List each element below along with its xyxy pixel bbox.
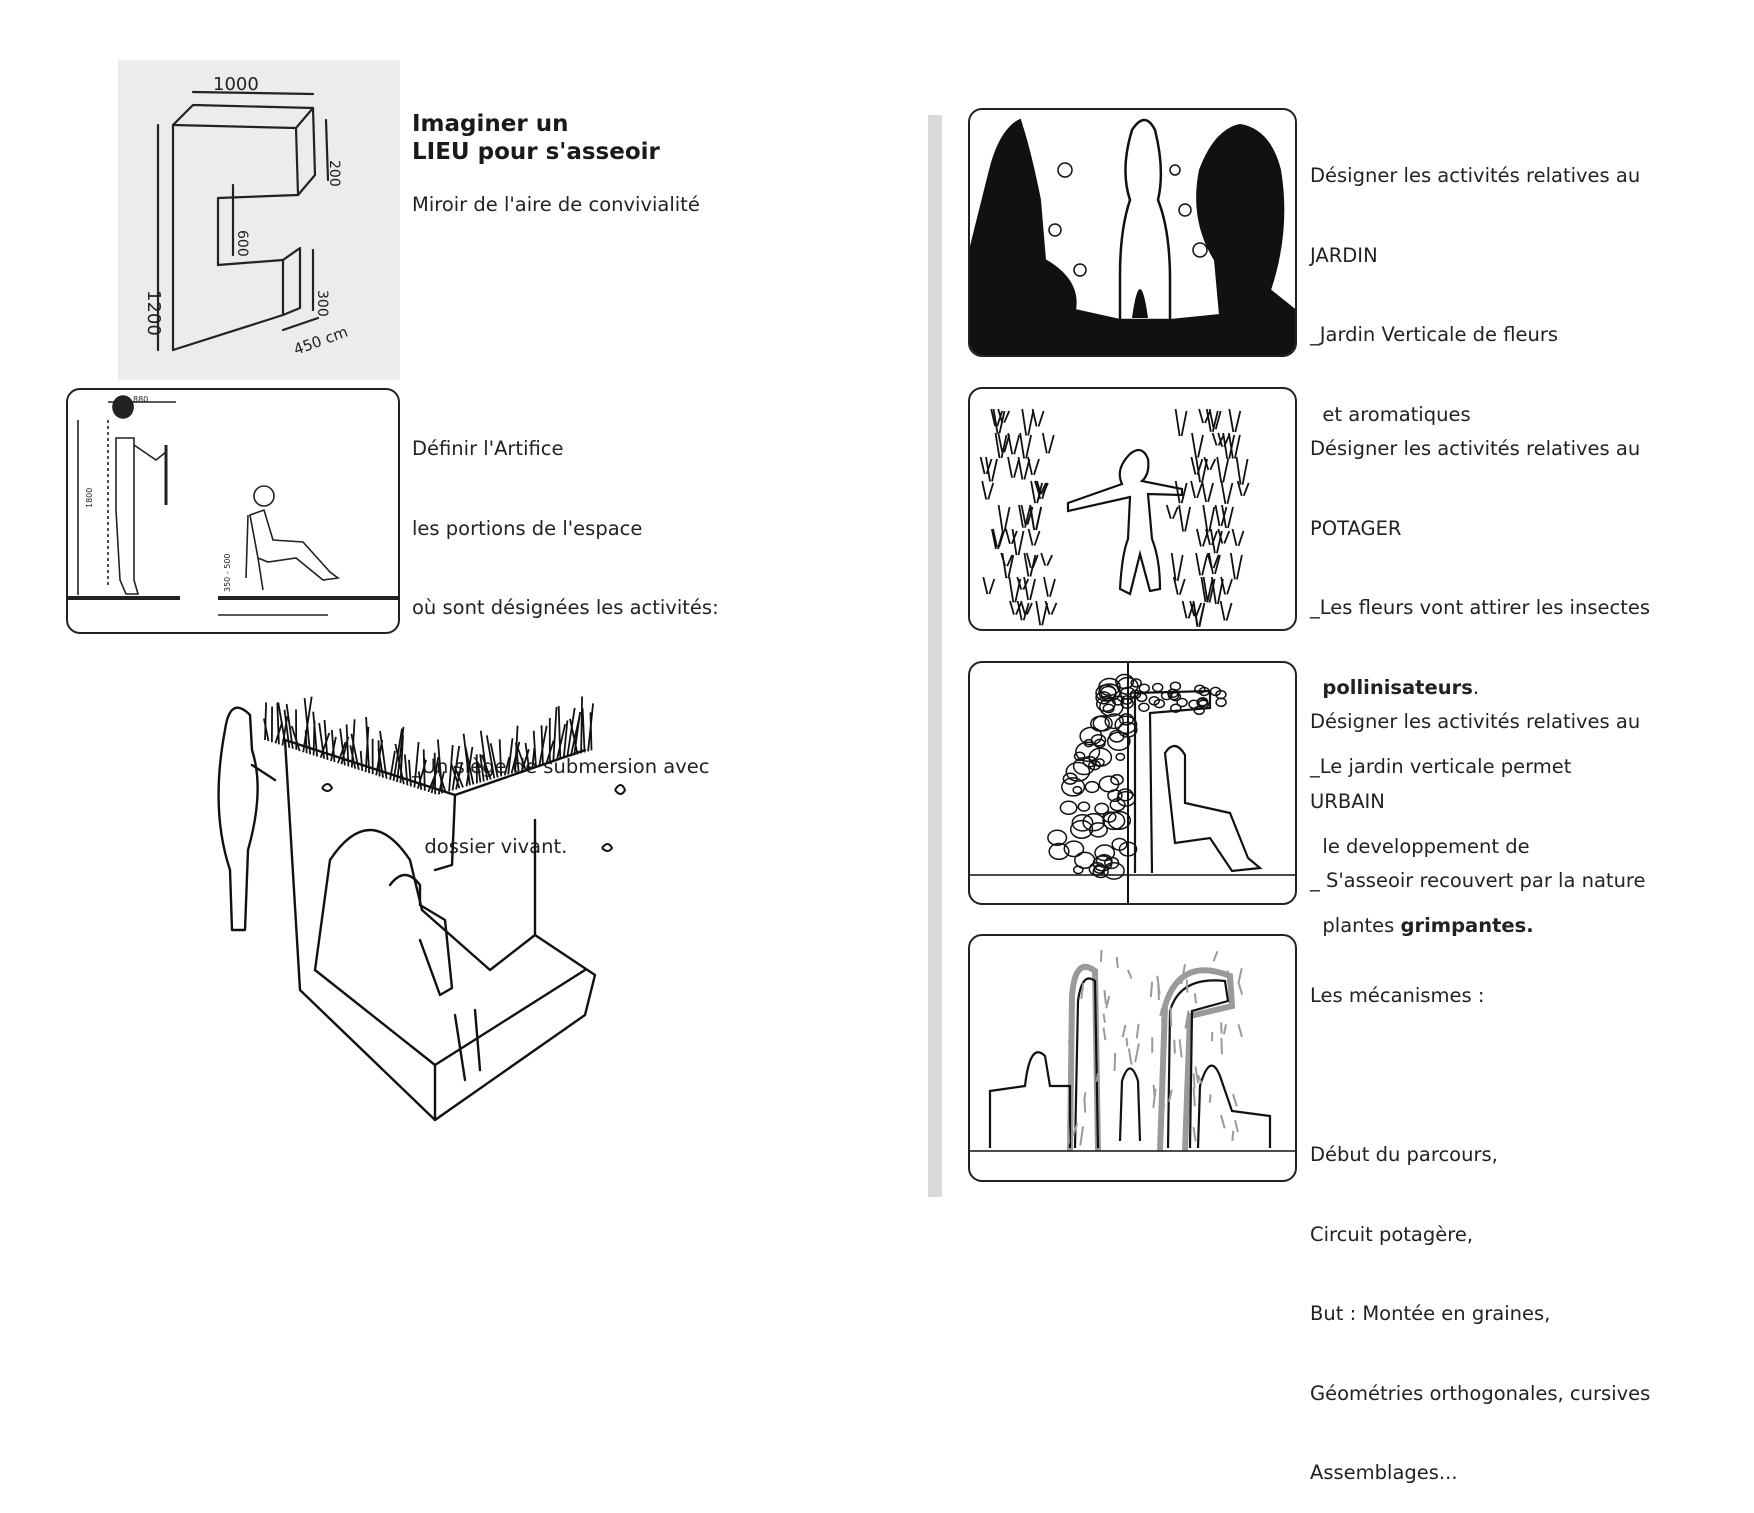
text-line: _Jardin Verticale de fleurs: [1310, 323, 1559, 346]
title-line: Imaginer un: [412, 111, 569, 137]
bold-word: pollinisateurs: [1322, 675, 1473, 699]
text-line: But : Montée en graines,: [1310, 1302, 1551, 1325]
grey-plant-marks: [1067, 949, 1244, 1146]
grass-right: [1165, 408, 1250, 628]
text-line: _Les fleurs vont attirer les insectes: [1310, 596, 1651, 619]
artifice-text: Définir l'Artifice les portions de l'esp…: [412, 383, 719, 887]
urbain-illustration: [970, 663, 1295, 903]
text-line: _ S'asseoir recouvert par la nature: [1310, 869, 1646, 892]
text-line: Désigner les activités relatives au: [1310, 437, 1641, 460]
grass-top: [263, 696, 594, 795]
text-line: JARDIN: [1310, 243, 1378, 267]
dim-side: 1200: [143, 290, 164, 336]
mecanismes-frame: [968, 934, 1297, 1182]
text-line: Circuit potagère,: [1310, 1222, 1474, 1246]
title-line: LIEU pour s'asseoir: [412, 139, 660, 165]
dim-depth: 450 cm: [291, 323, 350, 359]
text-line: Début du parcours,: [1310, 1143, 1498, 1166]
dimension-sketch: 1000 1200 200 600 300 450 cm: [118, 60, 400, 380]
text-line: ​: [1310, 1063, 1650, 1090]
dim-inner-height: 600: [234, 230, 250, 257]
jardin-text: Désigner les activités relatives au JARD…: [1310, 110, 1640, 455]
text-line: Désigner les activités relatives au: [1310, 164, 1641, 187]
l-shaped-seat-sketch: 1000 1200 200 600 300 450 cm: [143, 74, 350, 359]
page-divider: [928, 115, 942, 1197]
potager-text: Désigner les activités relatives au POTA…: [1310, 383, 1650, 966]
dim-upper-height: 200: [326, 160, 342, 187]
text-line: Définir l'Artifice: [412, 437, 564, 460]
text-line: pollinisateurs.: [1310, 675, 1650, 702]
text-line: Assemblages...: [1310, 1461, 1458, 1484]
text-line: Les mécanismes :: [1310, 984, 1485, 1007]
bold-word: grimpantes.: [1400, 914, 1534, 937]
urbain-text: Désigner les activités relatives au URBA…: [1310, 656, 1646, 921]
potager-frame: [968, 387, 1297, 631]
dim-width: 880: [133, 395, 148, 404]
mecanismes-illustration: [970, 949, 1295, 1152]
text-line: URBAIN: [1310, 789, 1385, 813]
text-line: plantes grimpantes.: [1310, 913, 1650, 940]
text-line: où sont désignées les activités:: [412, 596, 719, 619]
jardin-illustration: [970, 118, 1295, 355]
dim-low-height: 300: [314, 290, 330, 317]
climbing-plant-scribbles: [1047, 673, 1227, 880]
text-line: _Le jardin verticale permet: [1310, 755, 1572, 778]
dim-height: 1800: [85, 488, 94, 508]
ergonomics-frame: 880 1800 350 - 500: [66, 388, 400, 634]
text-line: Désigner les activités relatives au: [1310, 710, 1641, 733]
ergonomics-figures: 880 1800 350 - 500: [68, 395, 398, 616]
text-line: et aromatiques: [1310, 402, 1471, 426]
grass-left: [979, 408, 1058, 626]
subtitle: Miroir de l'aire de convivialité: [412, 193, 700, 216]
urbain-frame: [968, 661, 1297, 905]
perspective-seat-sketch: [190, 670, 670, 1140]
text-line: le developpement de: [1310, 834, 1530, 858]
dim-seat-height: 350 - 500: [223, 553, 232, 592]
text-fragment: .: [1472, 675, 1480, 699]
page-title: Imaginer un LIEU pour s'asseoir: [412, 110, 660, 166]
living-seat-drawing: [217, 696, 627, 1122]
text-line: les portions de l'espace: [412, 516, 643, 540]
mecanismes-text: Les mécanismes : ​ Début du parcours, Ci…: [1310, 930, 1650, 1513]
jardin-frame: [968, 108, 1297, 357]
text-fragment: plantes: [1310, 914, 1401, 937]
text-line: POTAGER: [1310, 516, 1402, 540]
text-line: Géométries orthogonales, cursives: [1310, 1381, 1651, 1405]
potager-illustration: [979, 408, 1250, 628]
dim-top: 1000: [213, 74, 259, 95]
